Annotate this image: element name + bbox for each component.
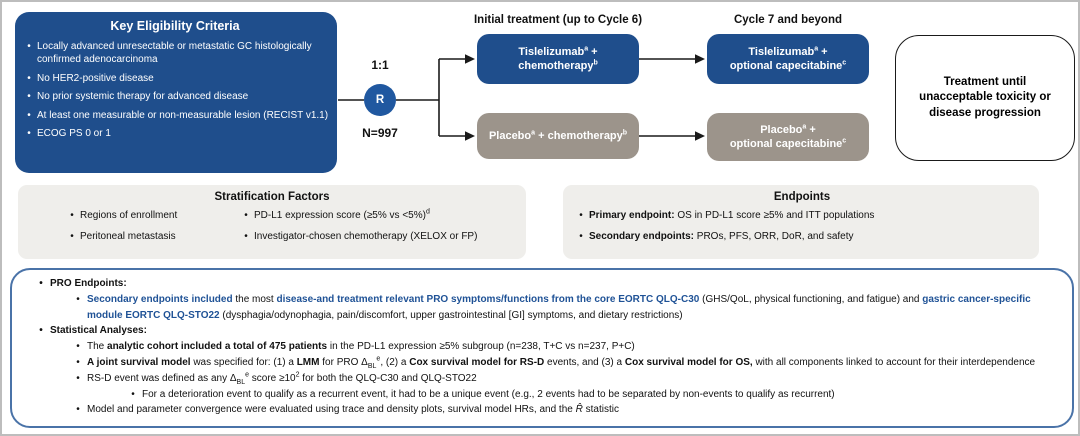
bullet-icon: • [27, 41, 31, 52]
stat-item-joint-survival-model: • A joint survival model was specified f… [69, 355, 1046, 371]
arm-box-placebo-capecitabine: Placeboa + optional capecitabinec [707, 113, 869, 161]
bullet-icon: • [39, 325, 43, 337]
stat-item-analytic-cohort: • The analytic cohort included a total o… [69, 339, 1046, 355]
pro-endpoints-detail-row: • Secondary endpoints included the most … [69, 292, 1046, 324]
arm-box-tislelizumab-chemotherapy: Tislelizumaba + chemotherapyb [477, 34, 639, 84]
bullet-icon: • [76, 356, 80, 368]
arm-label: Tislelizumaba + chemotherapyb [518, 45, 598, 72]
bullet-icon: • [39, 278, 43, 289]
pro-endpoints-header-row: • PRO Endpoints: [32, 276, 1046, 292]
pro-endpoints-detail: Secondary endpoints included the most di… [87, 293, 1031, 321]
eligibility-item: •No HER2-positive disease [21, 72, 329, 85]
endpoints-title: Endpoints [773, 191, 831, 203]
eligibility-item: •Locally advanced unresectable or metast… [21, 40, 329, 66]
bullet-icon: • [244, 230, 248, 242]
treatment-continuation-text: Treatment until unacceptable toxicity or… [919, 75, 1051, 119]
arm-label: Placeboa + chemotherapyb [488, 129, 628, 142]
arm-label: Tislelizumaba + optional capecitabinec [729, 45, 847, 72]
stat-item-rsd-event-definition: • RS-D event was defined as any ΔBLe sco… [69, 371, 1046, 387]
randomization-ratio: 1:1 [371, 58, 389, 72]
arm-box-tislelizumab-capecitabine: Tislelizumaba + optional capecitabinec [707, 34, 869, 84]
endpoints-box: Endpoints •Primary endpoint: OS in PD-L1… [563, 185, 1039, 259]
bullet-icon: • [70, 230, 74, 242]
stratification-column-2: •PD-L1 expression score (≥5% vs <5%)d •I… [238, 208, 508, 249]
bullet-icon: • [76, 293, 80, 305]
stratification-item: •PD-L1 expression score (≥5% vs <5%)d [238, 208, 508, 223]
pro-endpoints-header: PRO Endpoints: [50, 278, 127, 289]
randomization-r-label: R [375, 94, 385, 106]
statistical-analyses-header: Statistical Analyses: [50, 325, 147, 337]
bullet-icon: • [27, 91, 31, 102]
stratification-item: •Investigator-chosen chemotherapy (XELOX… [238, 229, 508, 244]
bullet-icon: • [579, 230, 583, 242]
bullet-icon: • [579, 210, 583, 221]
eligibility-item: •ECOG PS 0 or 1 [21, 127, 329, 140]
bullet-icon: • [76, 341, 80, 353]
bullet-icon: • [27, 72, 31, 84]
endpoint-item-primary: •Primary endpoint: OS in PD-L1 score ≥5%… [573, 208, 1031, 223]
stratification-item: •Regions of enrollment [64, 208, 234, 223]
stratification-column-1: •Regions of enrollment •Peritoneal metas… [64, 208, 234, 249]
treatment-continuation-box: Treatment until unacceptable toxicity or… [895, 35, 1075, 161]
bullet-icon: • [76, 372, 80, 384]
bullet-icon: • [27, 109, 31, 121]
eligibility-item: •No prior systemic therapy for advanced … [21, 90, 329, 103]
bullet-icon: • [76, 404, 80, 416]
arm-label: Placeboa + optional capecitabinec [729, 123, 847, 150]
stratification-title: Stratification Factors [214, 191, 330, 203]
stratification-item: •Peritoneal metastasis [64, 229, 234, 244]
bullet-icon: • [70, 210, 74, 221]
stat-subitem-recurrent-event: • For a deterioration event to qualify a… [124, 387, 1046, 403]
endpoints-list: •Primary endpoint: OS in PD-L1 score ≥5%… [573, 208, 1031, 244]
eligibility-title: Key Eligibility Criteria [110, 19, 240, 33]
randomization-circle: R [364, 84, 396, 116]
bullet-icon: • [244, 210, 248, 221]
eligibility-item: •At least one measurable or non-measurab… [21, 109, 329, 122]
randomization-n: N=997 [362, 126, 398, 140]
eligibility-list: •Locally advanced unresectable or metast… [21, 40, 329, 140]
endpoint-item-secondary: •Secondary endpoints: PROs, PFS, ORR, Do… [573, 229, 1031, 244]
eligibility-box: Key Eligibility Criteria •Locally advanc… [15, 12, 337, 173]
stratification-box: Stratification Factors •Regions of enrol… [18, 185, 526, 259]
column-header-initial-treatment: Initial treatment (up to Cycle 6) [473, 14, 643, 26]
notes-box: • PRO Endpoints: • Secondary endpoints i… [10, 268, 1074, 428]
arm-box-placebo-chemotherapy: Placeboa + chemotherapyb [477, 113, 639, 159]
bullet-icon: • [131, 388, 135, 400]
column-header-cycle7: Cycle 7 and beyond [733, 14, 842, 26]
bullet-icon: • [27, 128, 31, 139]
stat-item-convergence: • Model and parameter convergence were e… [69, 402, 1046, 418]
statistical-analyses-header-row: • Statistical Analyses: [32, 323, 1046, 339]
